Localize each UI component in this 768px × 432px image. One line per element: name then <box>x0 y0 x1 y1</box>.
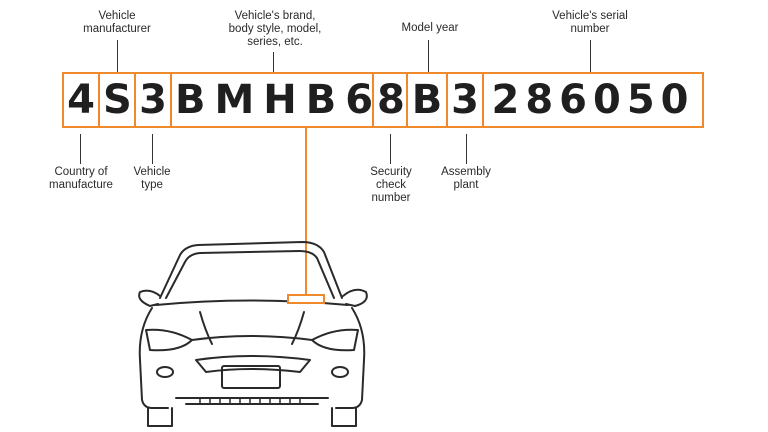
tick-brand-body <box>273 52 274 72</box>
vin-segment-serial: 286050 <box>484 74 702 126</box>
label-security-check: Security check number <box>370 166 412 204</box>
tick-vehicle-type <box>152 134 153 164</box>
vin-char: 3 <box>451 77 479 123</box>
vin-char: S <box>103 77 132 123</box>
windshield-vin-plate <box>287 294 325 304</box>
vin-segment-model-year: B <box>408 74 448 126</box>
vin-segment-manufacturer: S <box>100 74 136 126</box>
label-model-year: Model year <box>401 22 459 34</box>
vin-box: 4 S 3 BMHB6 8 B 3 286050 <box>62 72 704 128</box>
vin-char: B <box>411 77 443 123</box>
car-outline <box>138 241 368 427</box>
vin-segment-assembly-plant: 3 <box>448 74 484 126</box>
tick-serial-number <box>590 40 591 72</box>
vin-segment-vehicle-type: 3 <box>136 74 172 126</box>
vin-segment-country: 4 <box>64 74 100 126</box>
vin-segment-descriptor: BMHB6 <box>172 74 374 126</box>
vin-char: 286050 <box>491 77 695 123</box>
tick-assembly-plant <box>466 134 467 164</box>
label-assembly-plant: Assembly plant <box>441 166 491 191</box>
grille-slats <box>199 398 301 404</box>
label-brand-body: Vehicle's brand, body style, model, seri… <box>228 10 322 48</box>
tick-vehicle-manufacturer <box>117 40 118 72</box>
vin-char: 3 <box>139 77 167 123</box>
vin-char: 8 <box>377 77 405 123</box>
tick-model-year <box>428 40 429 72</box>
label-country: Country of manufacture <box>49 166 113 191</box>
vin-segment-security-check: 8 <box>374 74 408 126</box>
vin-char: 4 <box>67 77 95 123</box>
label-vehicle-type: Vehicle type <box>133 166 171 191</box>
label-vehicle-manufacturer: Vehicle manufacturer <box>83 10 151 35</box>
tick-country <box>80 134 81 164</box>
tick-security-check <box>390 134 391 164</box>
vin-char: BMHB6 <box>175 77 383 123</box>
label-serial-number: Vehicle's serial number <box>552 10 628 35</box>
